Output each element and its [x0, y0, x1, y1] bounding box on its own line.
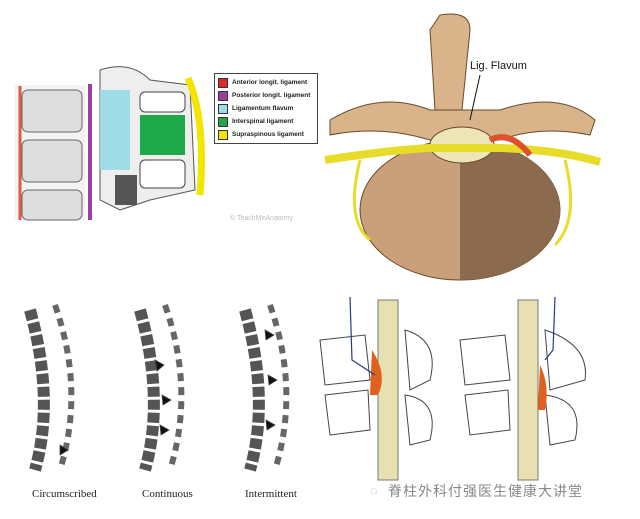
interspinal-ligament	[140, 115, 185, 155]
legend-swatch	[218, 90, 228, 101]
wechat-icon: ◌	[370, 483, 378, 498]
legend-item: Posterior longit. ligament	[218, 89, 314, 102]
legend-item: Anterior longit. ligament	[218, 76, 314, 89]
legend-label: Supraspinous ligament	[232, 131, 304, 138]
supraspinous-ligament	[184, 76, 205, 196]
caption-intermittent: Intermittent	[245, 488, 297, 500]
legend-label: Anterior longit. ligament	[232, 79, 308, 86]
legend-label: Posterior longit. ligament	[232, 92, 311, 99]
credit-text: © TeachMeAnatomy	[230, 215, 294, 222]
axial-vertebra-diagram	[324, 13, 602, 281]
legend-item: Ligamentum flavum	[218, 102, 314, 115]
ligament-legend: Anterior longit. ligament Posterior long…	[214, 73, 318, 144]
legend-swatch	[218, 103, 228, 114]
legend-label: Interspinal ligament	[232, 118, 294, 125]
legend-swatch	[218, 116, 228, 127]
ligamentum-flavum-highlight	[488, 134, 533, 157]
watermark-text: 脊柱外科付强医生健康大讲堂	[388, 483, 583, 499]
legend-swatch	[218, 77, 228, 88]
caption-circumscribed: Circumscribed	[32, 488, 97, 500]
legend-item: Supraspinous ligament	[218, 128, 314, 141]
ossification-types-diagram	[24, 304, 290, 472]
thickened-flavum-right	[538, 365, 547, 410]
caption-continuous: Continuous	[142, 488, 193, 500]
canal-stenosis-diagram	[319, 296, 586, 481]
ligamentum-flavum	[100, 90, 130, 170]
legend-label: Ligamentum flavum	[232, 105, 294, 112]
legend-swatch	[218, 129, 228, 140]
sagittal-spine-diagram	[15, 66, 205, 221]
legend-item: Interspinal ligament	[218, 115, 314, 128]
lig-flavum-label: Lig. Flavum	[470, 60, 527, 72]
thickened-flavum-left	[370, 350, 382, 395]
